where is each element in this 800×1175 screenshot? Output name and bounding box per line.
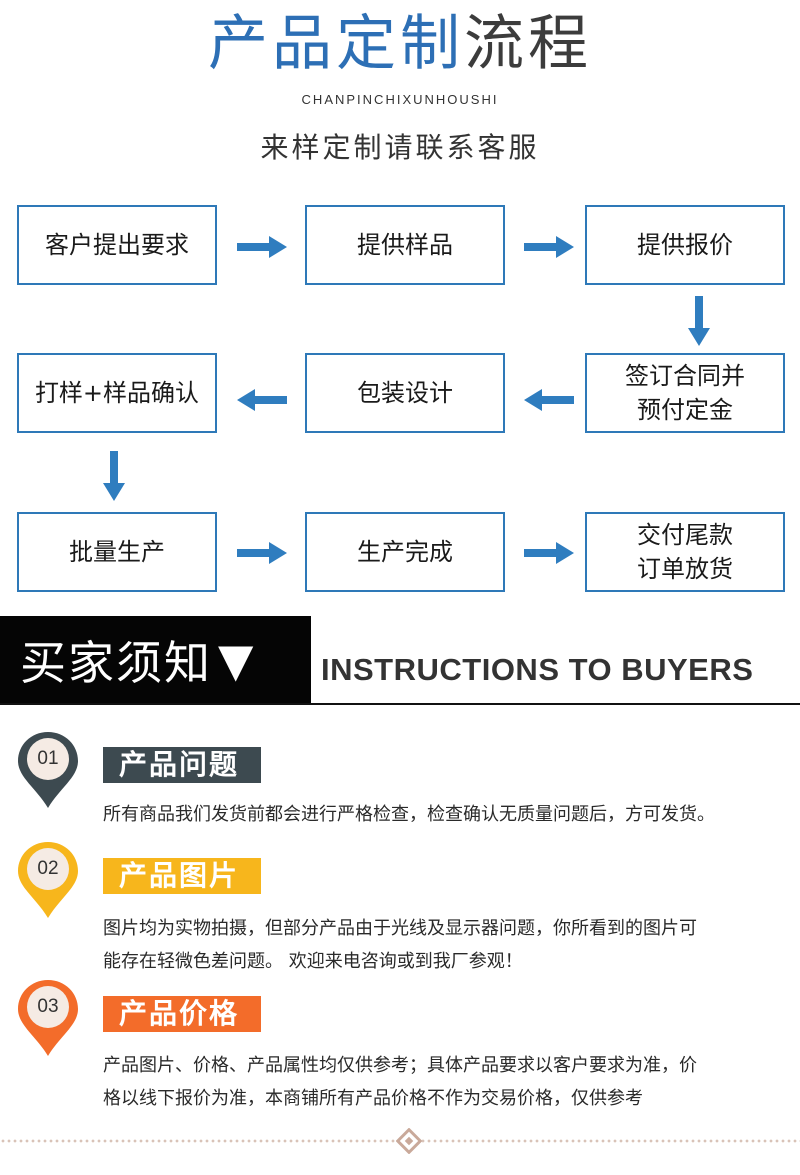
note-number: 01 [37, 748, 59, 769]
banner-divider [0, 703, 800, 705]
flow-step-6: 打样+样品确认 [17, 353, 217, 433]
map-pin-icon: 01 [16, 730, 80, 810]
flow-step-4: 签订合同并预付定金 [585, 353, 785, 433]
flow-step-label: 批量生产 [69, 538, 165, 566]
note-text-line: 产品图片、价格、产品属性均仅供参考；具体产品要求以客户要求为准，价 [103, 1055, 697, 1076]
flow-step-label: 生产完成 [357, 538, 453, 566]
flow-step-8: 生产完成 [305, 512, 505, 592]
note-text-line: 所有商品我们发货前都会进行严格检查，检查确认无质量问题后，方可发货。 [103, 804, 715, 825]
flow-step-9: 交付尾款订单放货 [585, 512, 785, 592]
page-title: 产品定制流程 [0, 8, 800, 80]
note-number: 03 [37, 996, 59, 1017]
note-text: 产品图片、价格、产品属性均仅供参考；具体产品要求以客户要求为准，价 格以线下报价… [103, 1049, 793, 1115]
flow-step-label: 打样+样品确认 [34, 379, 200, 407]
flow-step-5: 包装设计 [305, 353, 505, 433]
subtitle: 来样定制请联系客服 [260, 131, 540, 164]
arrow-left-icon [237, 389, 287, 411]
banner-title: 买家须知 [20, 636, 212, 690]
note-text: 图片均为实物拍摄，但部分产品由于光线及显示器问题，你所看到的图片可 能存在轻微色… [103, 912, 793, 978]
flow-step-label: 客户提出要求 [45, 231, 189, 259]
flow-step-2: 提供样品 [305, 205, 505, 285]
flow-step-1: 客户提出要求 [17, 205, 217, 285]
note-text: 所有商品我们发货前都会进行严格检查，检查确认无质量问题后，方可发货。 [103, 798, 793, 831]
arrow-down-icon [103, 451, 125, 501]
diamond-icon [396, 1128, 422, 1154]
buyers-notice-banner: 买家须知▼ [0, 616, 311, 704]
map-pin-icon: 03 [16, 978, 80, 1058]
note-text-line: 图片均为实物拍摄，但部分产品由于光线及显示器问题，你所看到的图片可 [103, 918, 697, 939]
flow-step-line: 交付尾款 [637, 521, 733, 549]
flow-step-line: 订单放货 [637, 555, 733, 583]
triangle-down-icon: ▼ [218, 633, 256, 687]
title-part1: 产品定制 [208, 9, 464, 79]
note-title: 产品图片 [103, 858, 261, 894]
flow-step-line: 签订合同并 [625, 362, 745, 390]
arrow-right-icon [524, 542, 574, 564]
note-number: 02 [37, 858, 59, 879]
flow-step-line: 预付定金 [637, 396, 733, 424]
title-pinyin: CHANPINCHIXUNHOUSHI [301, 92, 499, 107]
arrow-right-icon [524, 236, 574, 258]
arrow-right-icon [237, 542, 287, 564]
note-title: 产品问题 [103, 747, 261, 783]
flow-step-label: 提供报价 [637, 231, 733, 259]
flow-step-3: 提供报价 [585, 205, 785, 285]
note-text-line: 能存在轻微色差问题。 欢迎来电咨询或到我厂参观！ [103, 951, 523, 972]
arrow-left-icon [524, 389, 574, 411]
map-pin-icon: 02 [16, 840, 80, 920]
flow-step-label: 包装设计 [357, 379, 453, 407]
banner-english-title: INSTRUCTIONS TO BUYERS [321, 652, 754, 687]
arrow-right-icon [237, 236, 287, 258]
title-part2: 流程 [464, 9, 592, 79]
note-text-line: 格以线下报价为准，本商铺所有产品价格不作为交易价格，仅供参考 [103, 1088, 643, 1109]
note-title: 产品价格 [103, 996, 261, 1032]
arrow-down-icon [688, 296, 710, 346]
flow-step-label: 提供样品 [357, 231, 453, 259]
flow-step-7: 批量生产 [17, 512, 217, 592]
